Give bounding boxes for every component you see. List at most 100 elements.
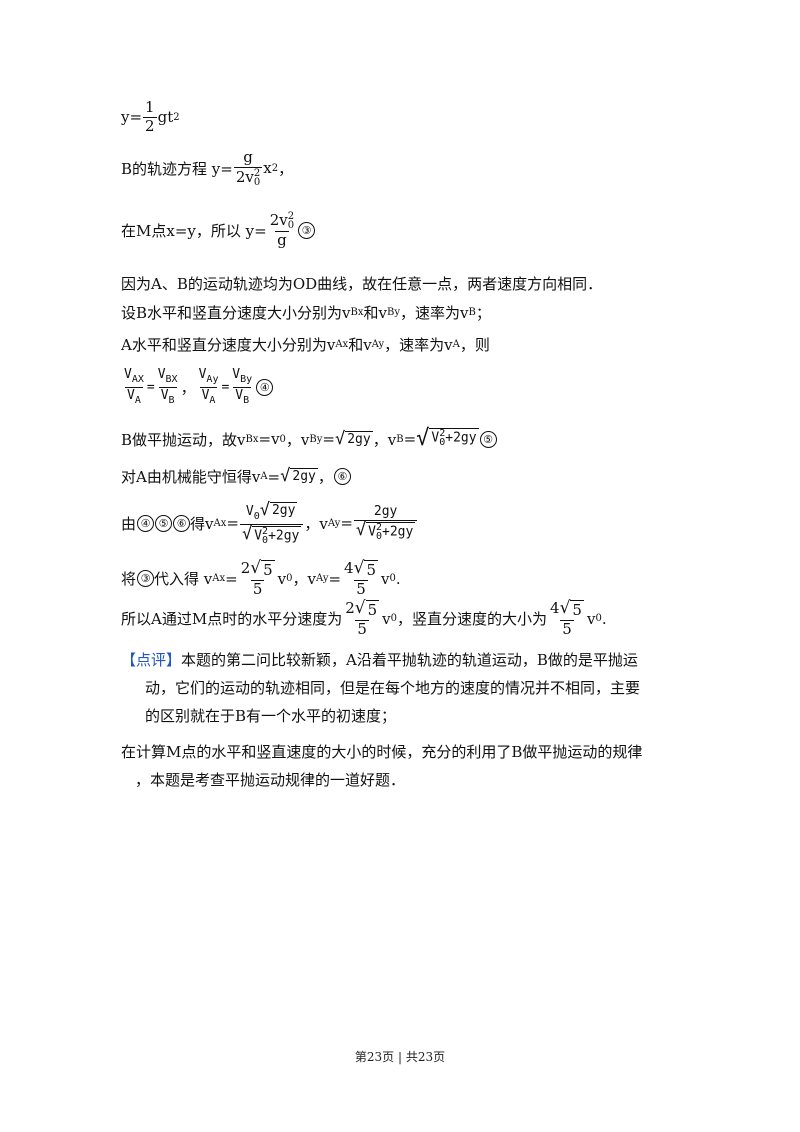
text: ，v <box>372 430 397 449</box>
text: . <box>601 609 607 628</box>
sqrt-5: √5 <box>560 600 584 619</box>
sub: 0 <box>262 534 269 546</box>
radicand: 2gy <box>290 468 318 484</box>
fraction-vax-va: VAX VA <box>122 368 146 406</box>
review-text: 本题的第二问比较新颖，A沿着平抛轨迹的轨道运动，B做的是平抛运 <box>181 651 638 669</box>
exponent: 2 <box>271 162 279 174</box>
subscript: A <box>452 339 460 350</box>
subscript: A <box>260 471 268 482</box>
eq-rhs: gt <box>157 108 174 127</box>
coef: 2 <box>240 559 251 577</box>
subscript: B <box>243 394 250 406</box>
denominator: VB <box>233 386 252 407</box>
denominator: VA <box>199 386 218 407</box>
text: v <box>586 609 596 628</box>
numerator: VAX <box>122 368 146 387</box>
text: ，v <box>292 570 316 589</box>
text: ，v <box>285 430 310 449</box>
radical-sign-icon: √ <box>416 426 430 451</box>
subscript: Ay <box>206 374 219 385</box>
sqrt-5: √5 <box>250 560 275 579</box>
text: ，则 <box>459 336 490 354</box>
text-line-same-direction: 因为A、B的运动轨迹均为OD曲线，故在任意一点，两者速度方向相同． <box>121 273 602 294</box>
exponent: 2 <box>173 111 180 123</box>
text: 因为A、B的运动轨迹均为OD曲线，故在任意一点，两者速度方向相同． <box>121 275 603 293</box>
rest: +2gy <box>268 528 300 543</box>
sub: 0 <box>375 531 383 543</box>
subscript: Bx <box>350 307 364 318</box>
equals: = <box>146 379 155 395</box>
fraction: 1 2 <box>143 99 157 135</box>
eq-prefix: B的轨迹方程 y= <box>121 159 233 178</box>
circled-number-3: ③ <box>137 570 155 588</box>
text: v <box>277 569 287 588</box>
review-paragraph-2: 在计算M点的水平和竖直速度的大小的时候，充分的利用了B做平抛运动的规律 ，本题是… <box>121 738 711 794</box>
equals: = <box>328 569 342 588</box>
numerator: 2√5 <box>239 560 277 580</box>
text: = <box>403 430 417 448</box>
sub: 0 <box>439 437 446 448</box>
review-line-3: 的区别就在于B有一个水平的初速度； <box>145 707 397 725</box>
v: V <box>157 367 166 382</box>
page-footer: 第23页 | 共23页 <box>354 1050 446 1064</box>
fraction-vby-vb: VBy VB <box>230 368 254 406</box>
sqrt-2gy: √2gy <box>280 468 318 485</box>
subscript: Ay <box>316 573 329 585</box>
text: ， <box>317 468 333 486</box>
subscript: 0 <box>390 613 397 625</box>
numerator: VBX <box>156 368 180 387</box>
subscript: B <box>168 394 175 406</box>
radical-sign-icon: √ <box>355 520 367 541</box>
denominator: 5 <box>560 620 574 638</box>
denominator: g <box>275 231 289 249</box>
v: V <box>198 367 207 382</box>
subscript: A <box>209 394 216 406</box>
rest: +2gy <box>382 524 414 540</box>
text: 代入得 v <box>154 570 213 589</box>
equals: = <box>226 514 239 533</box>
subscript: By <box>386 307 400 318</box>
fraction-2sqrt5-over-5: 2√5 5 <box>239 560 277 598</box>
text: =v <box>258 430 280 448</box>
radicand: 2gy <box>269 502 298 518</box>
radicand: 5 <box>365 600 380 619</box>
text: 设B水平和竖直分速度大小分别为v <box>121 304 351 322</box>
subscript: 0 <box>253 511 260 522</box>
text: 所以A通过M点时的水平分速度为 <box>121 610 343 629</box>
text: ，速率为v <box>399 304 469 322</box>
equals: = <box>225 569 238 588</box>
eq-rhs: x <box>263 159 272 178</box>
radical-sign-icon: √ <box>354 598 366 618</box>
numerator: 2√5 <box>343 600 381 620</box>
denominator: VA <box>125 386 143 407</box>
circled-number-4: ④ <box>256 378 274 396</box>
numerator: 4√5 <box>342 560 380 580</box>
den-exp: 2 <box>253 167 261 179</box>
radicand: 2gy <box>345 430 373 447</box>
subscript: B <box>396 433 404 445</box>
circled-number-6: ⑥ <box>173 514 191 532</box>
eq-lhs: y= <box>121 108 143 127</box>
subscript: By <box>240 374 253 385</box>
fraction-4sqrt5-over-5: 4√5 5 <box>548 600 586 638</box>
subscript: Ay <box>371 339 385 350</box>
separator: ， <box>180 378 196 397</box>
text: ； <box>475 304 491 322</box>
sup: 2 <box>439 428 446 439</box>
